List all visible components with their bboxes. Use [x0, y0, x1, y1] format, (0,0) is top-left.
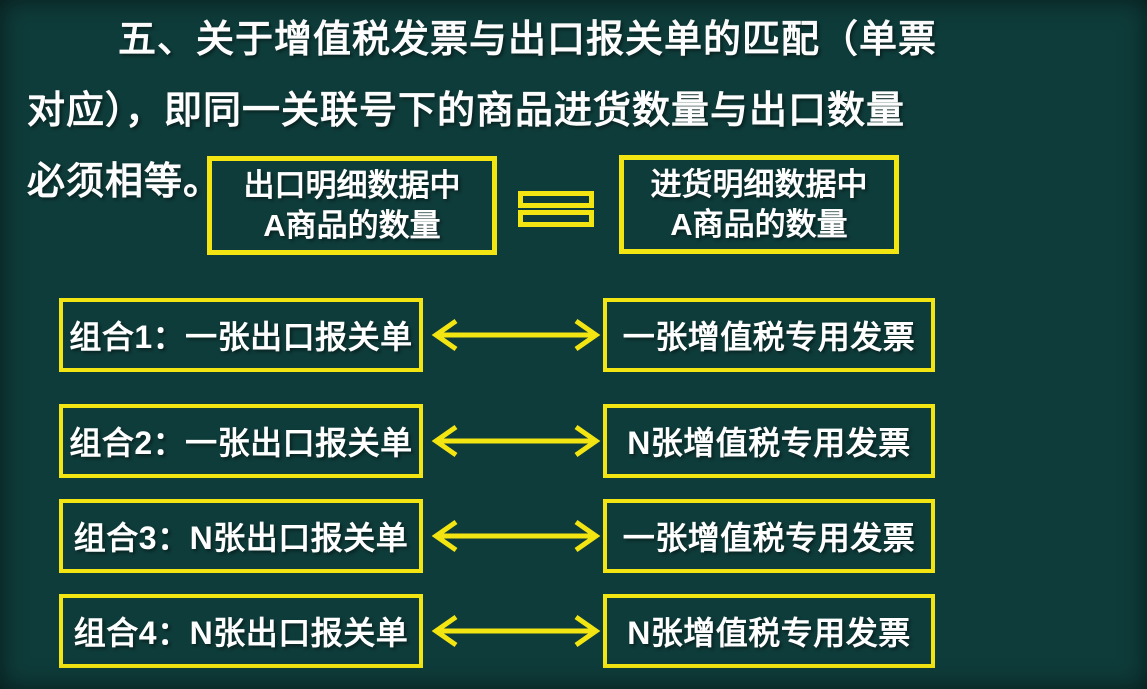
export-detail-line-1: 出口明细数据中 [243, 168, 461, 203]
export-detail-line-2: A商品的数量 [263, 208, 441, 243]
purchase-detail-line-2: A商品的数量 [670, 207, 848, 242]
title-line-3: 必须相等。 [27, 161, 223, 203]
combination-row-2: 组合2：一张出口报关单 N张增值税专用发票 [0, 404, 1147, 478]
purchase-detail-line-1: 进货明细数据中 [650, 167, 868, 202]
combo3-invoice-box: 一张增值税专用发票 [603, 499, 935, 573]
combo4-invoice-box: N张增值税专用发票 [603, 594, 935, 668]
equals-top-bar [518, 191, 594, 208]
title-line-1: 五、关于增值税发票与出口报关单的匹配（单票 [118, 19, 938, 61]
double-arrow-icon [431, 614, 601, 648]
export-detail-quantity-box: 出口明细数据中 A商品的数量 [207, 156, 497, 255]
equals-icon [518, 191, 594, 229]
double-arrow-icon [431, 519, 601, 553]
combo4-declaration-box: 组合4：N张出口报关单 [59, 594, 423, 668]
combo1-declaration-box: 组合1：一张出口报关单 [59, 298, 423, 372]
combination-row-3: 组合3：N张出口报关单 一张增值税专用发票 [0, 499, 1147, 573]
combo2-declaration-box: 组合2：一张出口报关单 [59, 404, 423, 478]
purchase-detail-quantity-box: 进货明细数据中 A商品的数量 [619, 155, 899, 254]
combo2-invoice-box: N张增值税专用发票 [603, 404, 935, 478]
double-arrow-icon [431, 424, 601, 458]
double-arrow-icon [431, 318, 601, 352]
combination-row-4: 组合4：N张出口报关单 N张增值税专用发票 [0, 594, 1147, 668]
title-line-2: 对应），即同一关联号下的商品进货数量与出口数量 [27, 90, 906, 132]
equals-bottom-bar [518, 210, 594, 227]
combo3-declaration-box: 组合3：N张出口报关单 [59, 499, 423, 573]
combination-row-1: 组合1：一张出口报关单 一张增值税专用发票 [0, 298, 1147, 372]
combo1-invoice-box: 一张增值税专用发票 [603, 298, 935, 372]
